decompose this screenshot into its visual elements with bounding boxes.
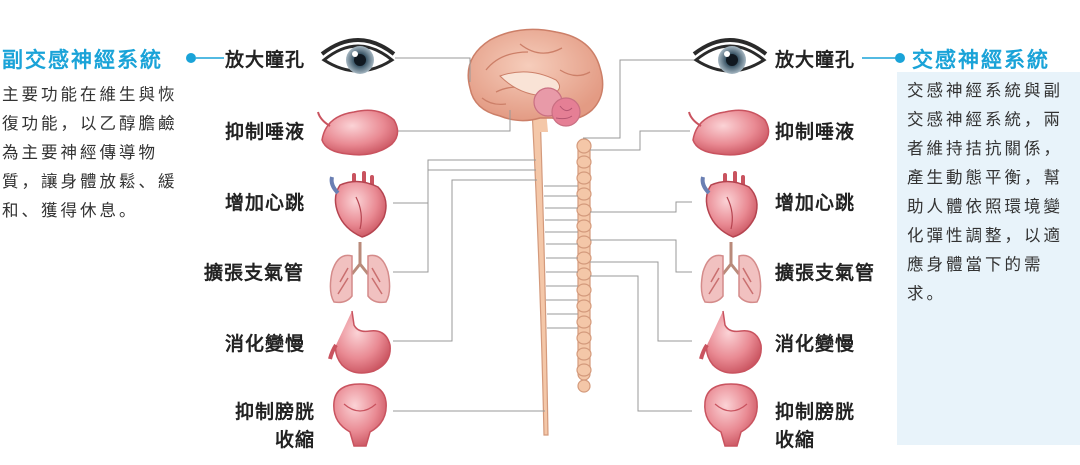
right-organ-label-bladder: 抑制膀胱 收縮 [775, 401, 856, 451]
left-lungs-icon [328, 240, 392, 304]
left-organ-label-pupil: 放大瞳孔 [225, 49, 306, 71]
right-eye-icon [692, 38, 768, 76]
right-bladder-icon [704, 383, 758, 447]
right-organ-label-digestion: 消化變慢 [775, 333, 856, 355]
right-organ-label-heart: 增加心跳 [775, 192, 856, 214]
left-title: 副交感神經系統 [2, 48, 163, 72]
spinal-cord-icon [531, 109, 549, 436]
sympathetic-chain-icon [576, 138, 592, 393]
right-organ-label-saliva: 抑制唾液 [775, 121, 856, 143]
left-organ-label-saliva: 抑制唾液 [225, 121, 306, 143]
left-stomach-icon [328, 309, 393, 375]
right-organ-label-pupil: 放大瞳孔 [775, 49, 856, 71]
left-organ-label-bronchi: 擴張支氣管 [204, 262, 305, 284]
right-info-panel [897, 72, 1080, 445]
right-stomach-icon [699, 309, 764, 375]
left-bladder-icon [333, 383, 387, 447]
right-heart-icon [700, 171, 759, 239]
left-eye-icon [320, 38, 396, 76]
right-lungs-icon [699, 240, 763, 304]
left-description: 主要功能在維生與恢復功能，以乙醇膽鹼為主要神經傳導物質，讓身體放鬆、緩和、獲得休… [2, 85, 178, 220]
left-organ-label-heart: 增加心跳 [225, 192, 306, 214]
left-heart-icon [329, 171, 388, 239]
right-organ-label-bronchi: 擴張支氣管 [775, 262, 876, 284]
left-salivary-gland-icon [317, 109, 399, 156]
left-title-dot [186, 53, 196, 63]
right-description: 交感神經系統與副交感神經系統，兩者維持拮抗關係，產生動態平衡，幫助人體依照環境變… [907, 81, 1063, 303]
right-title: 交感神經系統 [912, 48, 1050, 72]
right-salivary-gland-icon [688, 109, 770, 156]
right-title-dot [895, 53, 905, 63]
left-organ-label-bladder: 抑制膀胱 收縮 [234, 401, 315, 451]
brain-icon [467, 28, 604, 127]
left-organ-label-digestion: 消化變慢 [225, 333, 306, 355]
